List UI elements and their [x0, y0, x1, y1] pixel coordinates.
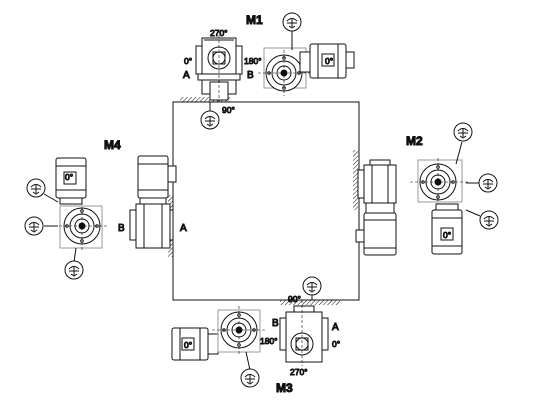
- m2-gearbox: [357, 159, 397, 214]
- m1-motor: [299, 43, 355, 79]
- m1-angle-0: 0°: [184, 56, 192, 66]
- m4-motor-0: 0°: [65, 172, 73, 182]
- m3-angle-180: 180°: [260, 336, 278, 346]
- m1-gearbox: [195, 30, 243, 102]
- m4-side-b: B: [118, 223, 125, 234]
- m3-angle-270: 270°: [290, 367, 308, 377]
- m1-angle-270: 270°: [210, 28, 228, 38]
- m3-gearbox: [279, 300, 329, 366]
- m3-vent-symbols: [240, 276, 322, 388]
- m3-end-view: [212, 306, 266, 356]
- m1-motor-0: 0°: [325, 56, 333, 66]
- m4-vent-symbols: [24, 178, 84, 280]
- m3-side-b: B: [272, 318, 279, 329]
- m2-end-view: [410, 158, 468, 206]
- m3-motor-0: 0°: [184, 340, 192, 350]
- m2-motor-lower: [431, 203, 463, 255]
- m2-motor: [355, 212, 397, 256]
- m3-side-a: A: [332, 322, 339, 333]
- position-m3: M3 90° 180° 0° 270° B A 0°: [171, 276, 341, 396]
- label-m4: M4: [104, 138, 121, 152]
- position-m1: M1 270° 0° 180° 90° A B 0°: [183, 12, 355, 130]
- m4-gearbox: [129, 197, 174, 249]
- position-m4: M4 B A 0°: [24, 138, 188, 280]
- m4-end-view: [54, 202, 108, 252]
- m1-vent-symbol: [282, 12, 302, 50]
- m3-angle-90: 90°: [288, 294, 301, 304]
- m1-angle-180: 180°: [244, 56, 262, 66]
- label-m3: M3: [276, 381, 293, 395]
- m3-angle-0: 0°: [332, 339, 340, 349]
- m2-motor-0: 0°: [443, 230, 451, 240]
- mounting-frame: [168, 97, 360, 305]
- label-m1: M1: [246, 13, 263, 27]
- m1-side-b: B: [247, 70, 254, 81]
- position-m2: M2 0°: [355, 122, 499, 256]
- m3-motor: [171, 327, 219, 361]
- m1-bottom-symbol: [200, 102, 220, 130]
- m4-motor: [137, 155, 177, 199]
- m4-side-a: A: [180, 223, 187, 234]
- m1-side-a: A: [183, 70, 190, 81]
- m2-vent-symbols: [453, 122, 499, 230]
- label-m2: M2: [406, 134, 423, 148]
- m4-motor-left: [55, 157, 87, 205]
- m1-angle-90: 90°: [222, 105, 235, 115]
